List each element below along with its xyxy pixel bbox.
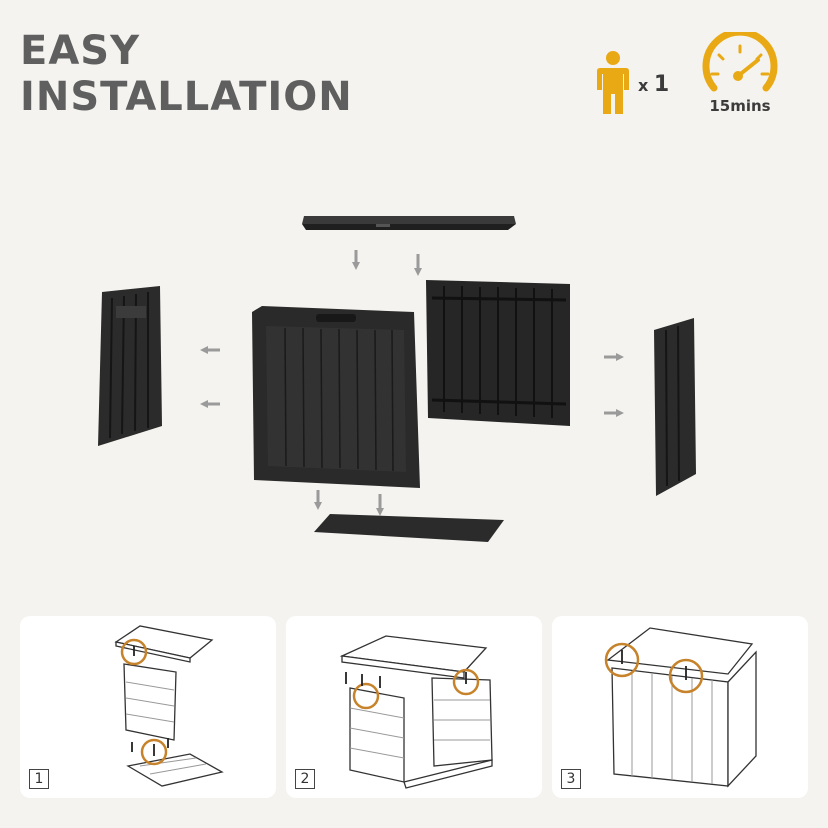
step-number-2: 2 — [295, 769, 315, 789]
step-card-3: 3 — [552, 616, 808, 798]
front-panel — [252, 306, 420, 488]
title-line-1: EASY — [20, 28, 141, 74]
floor-panel — [314, 514, 504, 542]
people-prefix: x — [638, 76, 649, 95]
assembly-arrows — [200, 250, 624, 516]
people-count: x 1 — [638, 72, 669, 97]
step-card-1: 1 — [20, 616, 276, 798]
page-title: EASY INSTALLATION — [20, 28, 353, 120]
gauge-icon — [702, 32, 778, 92]
people-number: 1 — [653, 72, 670, 97]
right-side-panel — [654, 318, 696, 496]
step-number-1: 1 — [29, 769, 49, 789]
step-card-2: 2 — [286, 616, 542, 798]
step-number-3: 3 — [561, 769, 581, 789]
step-1-illustration — [114, 625, 224, 787]
exploded-view — [98, 216, 696, 542]
step-2-illustration — [339, 635, 493, 789]
back-panel — [426, 280, 570, 426]
step-3-illustration — [604, 627, 757, 788]
person-icon — [597, 51, 629, 114]
left-side-panel — [98, 286, 162, 446]
time-label: 15mins — [709, 97, 771, 115]
lid-panel — [302, 216, 516, 230]
title-line-2: INSTALLATION — [20, 74, 353, 120]
